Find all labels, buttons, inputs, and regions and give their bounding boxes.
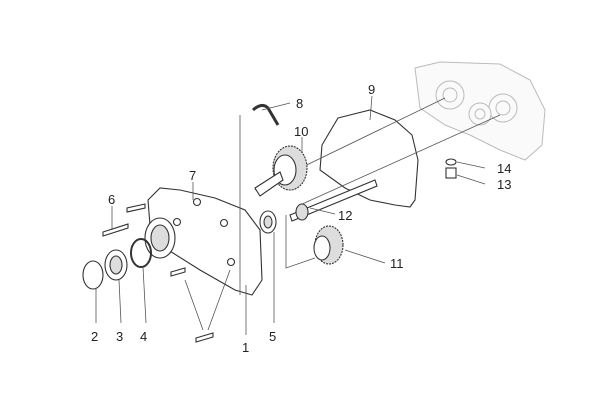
plug-13 xyxy=(445,167,457,179)
callout-7: 7 xyxy=(189,168,196,183)
crankcase-ghost xyxy=(414,61,546,161)
shaft-12 xyxy=(289,179,378,222)
callout-12: 12 xyxy=(338,208,352,223)
callout-4: 4 xyxy=(140,329,147,344)
gear-10 xyxy=(254,145,308,197)
circlip-2 xyxy=(82,260,104,290)
breather-pipe-8 xyxy=(252,103,280,126)
transmission-cover-7 xyxy=(144,187,263,296)
washer-14 xyxy=(445,158,457,166)
bolts-6 xyxy=(102,203,214,343)
gasket xyxy=(319,109,419,208)
axis-line xyxy=(299,114,501,206)
callout-8: 8 xyxy=(296,96,303,111)
gear-11 xyxy=(285,215,344,269)
bearing-3 xyxy=(104,249,128,281)
seal-4 xyxy=(130,238,152,268)
callout-11: 11 xyxy=(390,256,404,271)
leader-lines xyxy=(95,95,486,335)
callout-5: 5 xyxy=(269,329,276,344)
callout-3: 3 xyxy=(116,329,123,344)
callout-6: 6 xyxy=(108,192,115,207)
callout-2: 2 xyxy=(91,329,98,344)
callout-10: 10 xyxy=(294,124,308,139)
callout-1: 1 xyxy=(242,340,249,355)
bearing-5 xyxy=(259,210,277,234)
callout-13: 13 xyxy=(497,177,511,192)
callout-14: 14 xyxy=(497,161,511,176)
callout-9: 9 xyxy=(368,82,375,97)
